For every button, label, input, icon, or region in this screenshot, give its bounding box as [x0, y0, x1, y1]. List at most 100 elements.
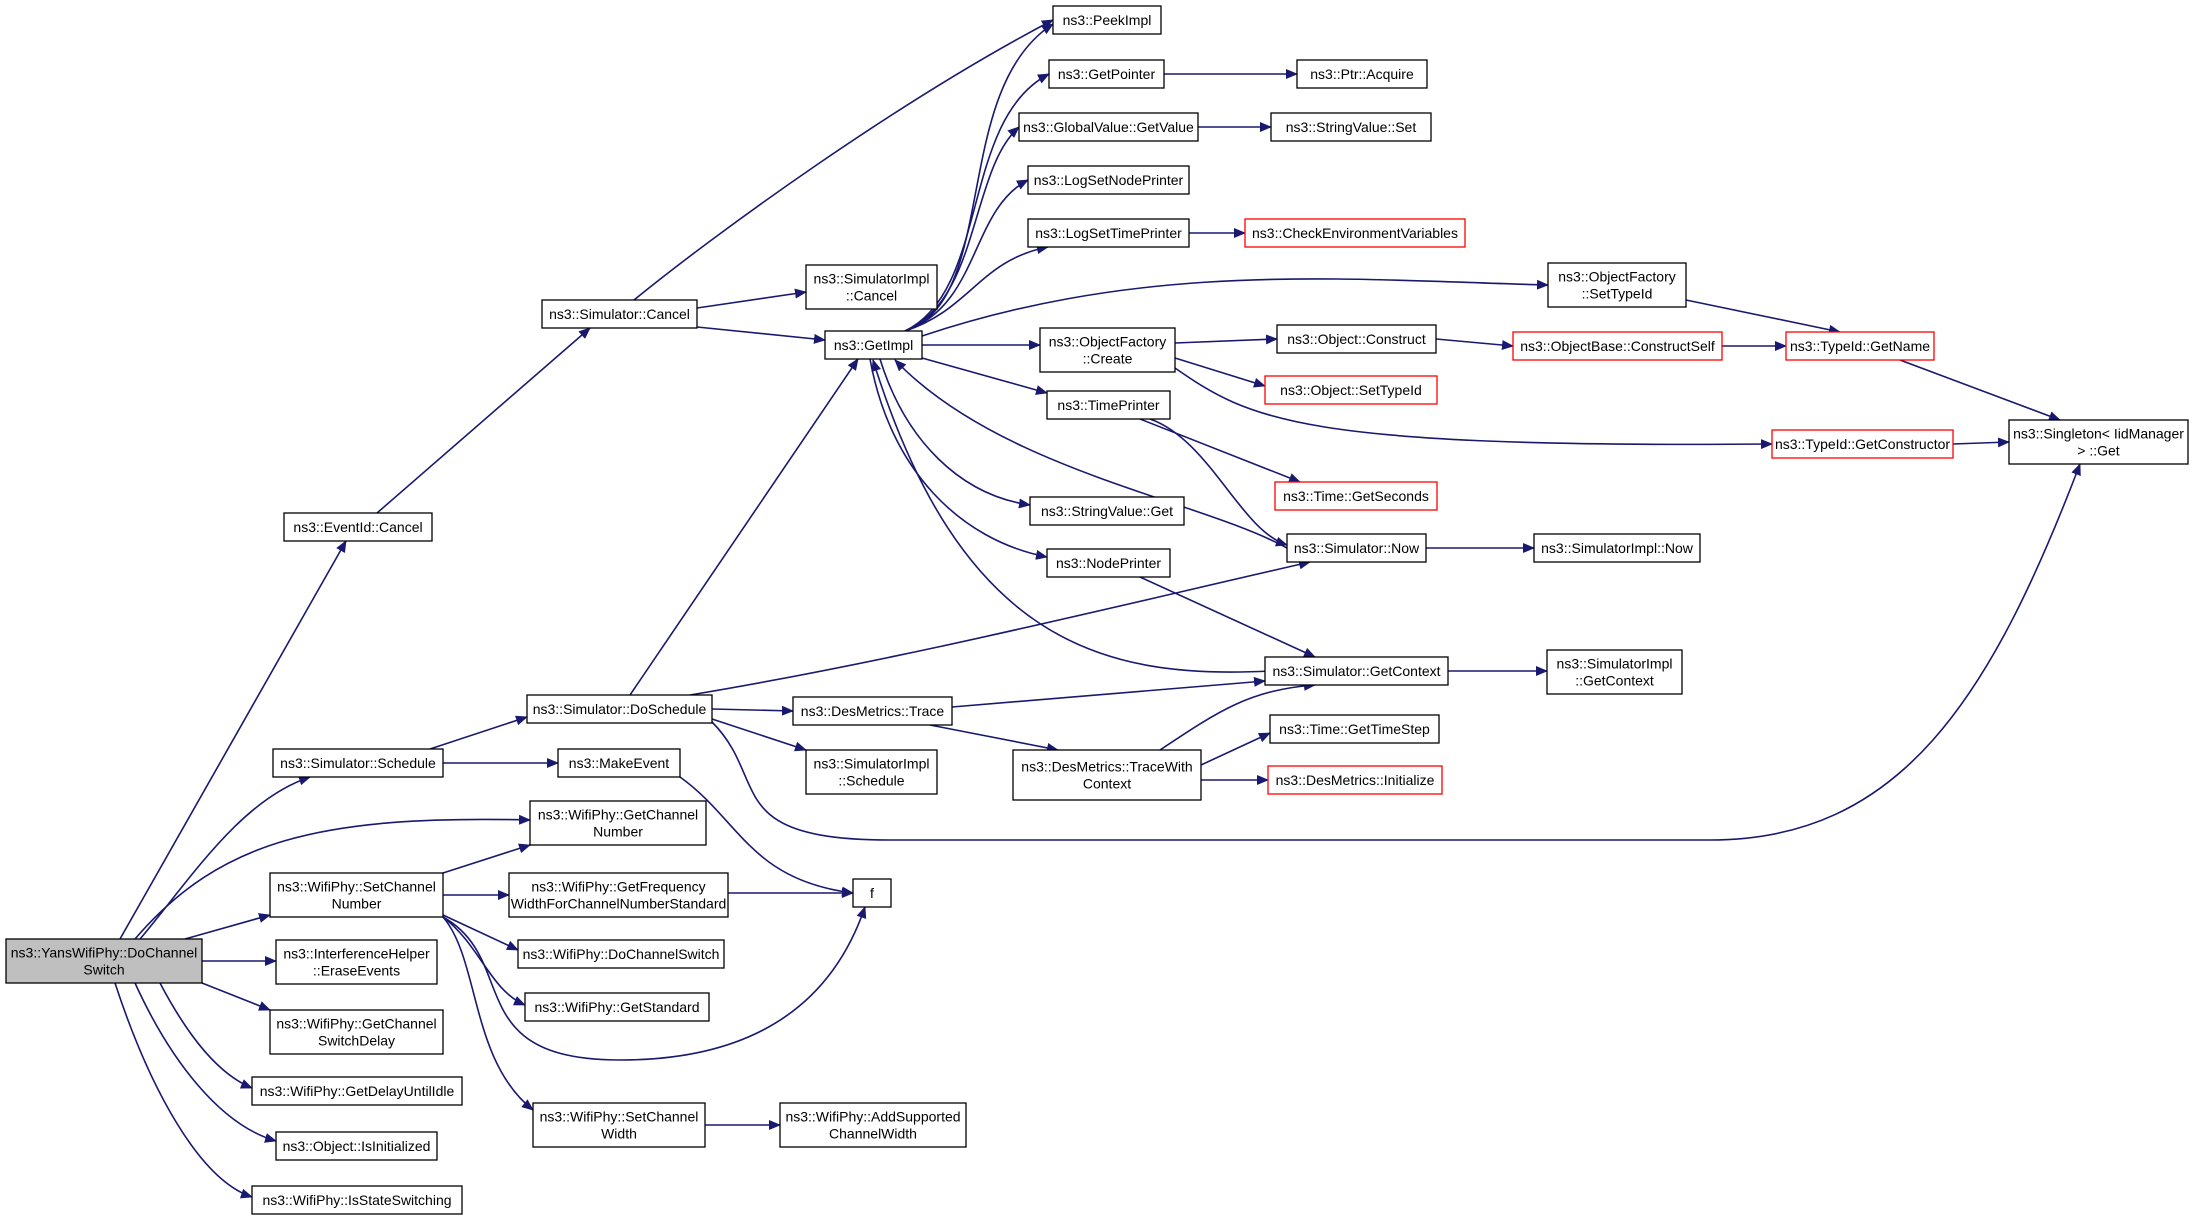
- function-node-timeprinter[interactable]: ns3::TimePrinter: [1046, 390, 1171, 420]
- call-edge-nodeprinter-to-sim_getcontext: [1139, 576, 1316, 658]
- function-node-obj_construct[interactable]: ns3::Object::Construct: [1276, 324, 1437, 354]
- function-node-f[interactable]: f: [852, 878, 892, 908]
- function-node-obj_settypeid[interactable]: ns3::Object::SetTypeId: [1264, 375, 1438, 405]
- function-node-sim_getcontext[interactable]: ns3::Simulator::GetContext: [1264, 656, 1449, 686]
- call-edge-wifiphy_setchannelnumber-to-wifiphy_dochannelswitch: [442, 914, 519, 951]
- function-node-getimpl[interactable]: ns3::GetImpl: [824, 330, 923, 360]
- function-node-simimpl_cancel[interactable]: ns3::SimulatorImpl::Cancel: [805, 264, 938, 310]
- call-edge-desmetrics_trace-to-sim_getcontext: [951, 676, 1266, 708]
- call-edge-root-to-wifiphy_getchannelnumber: [134, 814, 531, 940]
- function-node-interference_eraseevents[interactable]: ns3::InterferenceHelper::EraseEvents: [275, 939, 438, 985]
- function-node-ptr_acquire[interactable]: ns3::Ptr::Acquire: [1296, 59, 1428, 89]
- call-edge-sim_doschedule-to-desmetrics_trace: [711, 705, 794, 716]
- call-edge-getimpl-to-sv_get: [879, 358, 1031, 509]
- function-node-label: ns3::InterferenceHelper: [283, 946, 430, 962]
- call-edge-sim_cancel-to-getimpl: [696, 326, 826, 344]
- function-node-box: [1286, 533, 1427, 563]
- function-node-object_isinitialized[interactable]: ns3::Object::IsInitialized: [275, 1131, 438, 1161]
- function-node-label: ns3::SimulatorImpl::Now: [1541, 540, 1694, 556]
- function-node-label: ns3::Object::Construct: [1287, 331, 1426, 347]
- function-node-objbase_constructself[interactable]: ns3::ObjectBase::ConstructSelf: [1512, 331, 1723, 361]
- function-node-sim_cancel[interactable]: ns3::Simulator::Cancel: [541, 299, 698, 329]
- function-node-box: [1533, 533, 1701, 563]
- function-node-box: [1270, 112, 1432, 142]
- function-node-box: [508, 872, 729, 918]
- call-edge-getimpl-to-gv_getvalue: [904, 126, 1020, 332]
- function-node-gv_getvalue[interactable]: ns3::GlobalValue::GetValue: [1018, 112, 1199, 142]
- function-node-peekimpl[interactable]: ns3::PeekImpl: [1052, 5, 1162, 35]
- function-node-label: ns3::WifiPhy::SetChannel: [277, 879, 436, 895]
- function-node-sim_doschedule[interactable]: ns3::Simulator::DoSchedule: [526, 694, 713, 724]
- call-edge-root-to-wifiphy_isstateswitching: [114, 982, 253, 1199]
- function-node-wifiphy_dochannelswitch[interactable]: ns3::WifiPhy::DoChannelSwitch: [517, 939, 725, 969]
- function-node-desmetrics_trace[interactable]: ns3::DesMetrics::Trace: [792, 696, 953, 726]
- function-node-sim_now[interactable]: ns3::Simulator::Now: [1286, 533, 1427, 563]
- function-node-simimpl_now[interactable]: ns3::SimulatorImpl::Now: [1533, 533, 1701, 563]
- function-node-box: [779, 1102, 967, 1148]
- function-node-logsetnodeprinter[interactable]: ns3::LogSetNodePrinter: [1027, 165, 1190, 195]
- function-node-time_gettimestep[interactable]: ns3::Time::GetTimeStep: [1269, 714, 1440, 744]
- function-node-wifiphy_getstandard[interactable]: ns3::WifiPhy::GetStandard: [524, 992, 710, 1022]
- function-node-typeid_getname[interactable]: ns3::TypeId::GetName: [1785, 331, 1935, 361]
- function-node-sv_get[interactable]: ns3::StringValue::Get: [1029, 496, 1185, 526]
- function-node-label: ns3::WifiPhy::GetStandard: [535, 999, 700, 1015]
- function-node-box: [1274, 481, 1438, 511]
- function-node-box: [805, 264, 938, 310]
- function-node-box: [1039, 327, 1176, 373]
- function-node-checkenv[interactable]: ns3::CheckEnvironmentVariables: [1244, 218, 1466, 248]
- function-node-box: [1785, 331, 1935, 361]
- function-node-label: ns3::WifiPhy::GetChannel: [276, 1016, 436, 1032]
- function-node-label: ns3::SimulatorImpl: [1557, 656, 1673, 672]
- call-edge-eventid_cancel-to-sim_cancel: [376, 327, 591, 514]
- function-node-root[interactable]: ns3::YansWifiPhy::DoChannelSwitch: [5, 938, 203, 984]
- call-edge-of_create-to-typeid_getconstructor: [1174, 367, 1773, 450]
- function-node-wifiphy_getdelayuntilidle[interactable]: ns3::WifiPhy::GetDelayUntilIdle: [251, 1076, 463, 1106]
- function-node-of_settypeid[interactable]: ns3::ObjectFactory::SetTypeId: [1547, 262, 1687, 308]
- call-edge-timeprinter-to-time_getseconds: [1139, 418, 1301, 483]
- function-node-sim_schedule[interactable]: ns3::Simulator::Schedule: [272, 748, 444, 778]
- function-node-sv_set[interactable]: ns3::StringValue::Set: [1270, 112, 1432, 142]
- function-node-eventid_cancel[interactable]: ns3::EventId::Cancel: [283, 512, 433, 542]
- function-node-label: ns3::MakeEvent: [569, 755, 669, 771]
- function-node-time_getseconds[interactable]: ns3::Time::GetSeconds: [1274, 481, 1438, 511]
- function-node-label: ns3::LogSetNodePrinter: [1034, 172, 1184, 188]
- function-node-makeevent[interactable]: ns3::MakeEvent: [557, 748, 681, 778]
- function-node-wifiphy_isstateswitching[interactable]: ns3::WifiPhy::IsStateSwitching: [251, 1185, 463, 1215]
- function-node-typeid_getconstructor[interactable]: ns3::TypeId::GetConstructor: [1771, 429, 1954, 459]
- function-node-of_create[interactable]: ns3::ObjectFactory::Create: [1039, 327, 1176, 373]
- function-node-box: [272, 748, 444, 778]
- function-node-simimpl_getcontext[interactable]: ns3::SimulatorImpl::GetContext: [1546, 649, 1683, 695]
- function-node-box: [275, 939, 438, 985]
- function-node-box: [1029, 496, 1185, 526]
- function-node-desmetrics_initialize[interactable]: ns3::DesMetrics::Initialize: [1267, 765, 1443, 795]
- function-node-label: ns3::Ptr::Acquire: [1310, 66, 1414, 82]
- call-edge-sim_cancel-to-peekimpl: [633, 19, 1054, 301]
- function-node-box: [792, 696, 953, 726]
- call-edge-of_create-to-obj_construct: [1174, 334, 1278, 345]
- function-node-label: ns3::GlobalValue::GetValue: [1023, 119, 1194, 135]
- function-node-label: ns3::PeekImpl: [1063, 12, 1152, 28]
- function-node-label: Width: [601, 1126, 637, 1142]
- call-edge-sim_schedule-to-sim_doschedule: [429, 715, 528, 750]
- function-node-label: ns3::ObjectFactory: [1049, 334, 1167, 350]
- call-edge-sim_doschedule-to-getimpl: [629, 358, 859, 696]
- function-node-wifiphy_getfrequencywidth[interactable]: ns3::WifiPhy::GetFrequencyWidthForChanne…: [508, 872, 729, 918]
- call-edge-root-to-wifiphy_setchannelnumber: [184, 913, 271, 940]
- function-node-logsettimeprinter[interactable]: ns3::LogSetTimePrinter: [1027, 218, 1190, 248]
- function-node-label: WidthForChannelNumberStandard: [511, 896, 727, 912]
- call-edge-wifiphy_setchannelnumber-to-wifiphy_getstandard: [442, 916, 526, 1006]
- function-node-getpointer[interactable]: ns3::GetPointer: [1048, 59, 1165, 89]
- function-node-nodeprinter[interactable]: ns3::NodePrinter: [1046, 548, 1171, 578]
- function-node-label: ns3::WifiPhy::GetFrequency: [531, 879, 705, 895]
- function-node-singleton_get[interactable]: ns3::Singleton< IidManager> ::Get: [2008, 419, 2189, 465]
- call-edge-getimpl-to-of_settypeid: [921, 278, 1549, 337]
- function-node-simimpl_schedule[interactable]: ns3::SimulatorImpl::Schedule: [805, 749, 938, 795]
- call-edge-getimpl-to-logsettimeprinter: [904, 244, 1049, 332]
